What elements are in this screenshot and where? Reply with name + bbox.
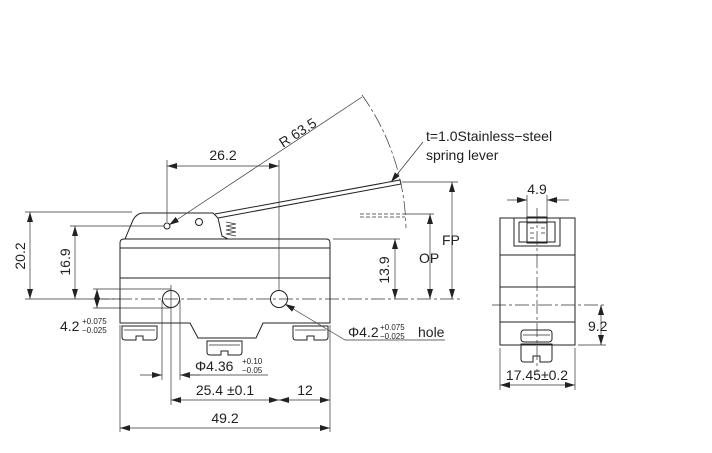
lever-leader bbox=[390, 141, 424, 183]
dim-label-20-2: 20.2 bbox=[12, 242, 28, 269]
dim-label-op: OP bbox=[419, 250, 439, 266]
dim-label-17-45: 17.45±0.2 bbox=[506, 367, 568, 383]
tolerance-minus: −0.025 bbox=[82, 326, 107, 335]
pivot-pin bbox=[163, 222, 171, 230]
dim-label-fp: FP bbox=[442, 232, 460, 248]
dim-label-26-2: 26.2 bbox=[209, 147, 236, 163]
radius-label: R 63.5 bbox=[276, 115, 319, 151]
side-view: 4.9 9.2 17.45±0.2 bbox=[492, 181, 608, 390]
side-terminal bbox=[520, 329, 553, 363]
actuator-housing bbox=[124, 212, 229, 240]
radius-line bbox=[168, 96, 363, 226]
front-view: R 63.5 26.2 20.2 16.9 4.2 +0.075 −0.025 … bbox=[12, 94, 552, 432]
side-body bbox=[499, 217, 576, 346]
pin bbox=[195, 218, 203, 226]
lever-note-line1: t=1.0Stainless−steel bbox=[426, 128, 552, 144]
dim-label-25-4: 25.4 ±0.1 bbox=[196, 382, 254, 398]
mount-hole-label: Φ4.2 bbox=[348, 324, 379, 340]
terminal-right bbox=[292, 325, 329, 341]
dim-label-13-9: 13.9 bbox=[376, 256, 392, 283]
tolerance-plus: +0.10 bbox=[242, 357, 263, 366]
mount-hole-leader bbox=[284, 303, 346, 341]
spring-icon bbox=[225, 221, 237, 237]
lever-travel-arc bbox=[361, 94, 407, 229]
tolerance-minus: −0.05 bbox=[242, 366, 263, 375]
spring-lever bbox=[214, 179, 402, 219]
dim-label-4-36: Φ4.36 bbox=[195, 358, 234, 374]
terminal-left bbox=[121, 325, 158, 341]
dim-label-4-9: 4.9 bbox=[527, 181, 547, 197]
switch-body bbox=[119, 238, 331, 339]
dim-label-4-2: 4.2 bbox=[60, 318, 80, 334]
dim-label-9-2: 9.2 bbox=[588, 318, 608, 334]
tolerance-plus: +0.075 bbox=[82, 317, 107, 326]
plunger-bracket bbox=[513, 218, 561, 247]
dim-label-12: 12 bbox=[297, 382, 313, 398]
dim-label-16-9: 16.9 bbox=[57, 248, 73, 275]
mount-hole-suffix: hole bbox=[418, 324, 445, 340]
dim-label-49-2: 49.2 bbox=[211, 410, 238, 426]
terminal-bottom bbox=[206, 340, 243, 356]
tolerance-minus: −0.025 bbox=[380, 332, 405, 341]
tolerance-plus: +0.075 bbox=[380, 323, 405, 332]
lever-note-line2: spring lever bbox=[426, 147, 499, 163]
